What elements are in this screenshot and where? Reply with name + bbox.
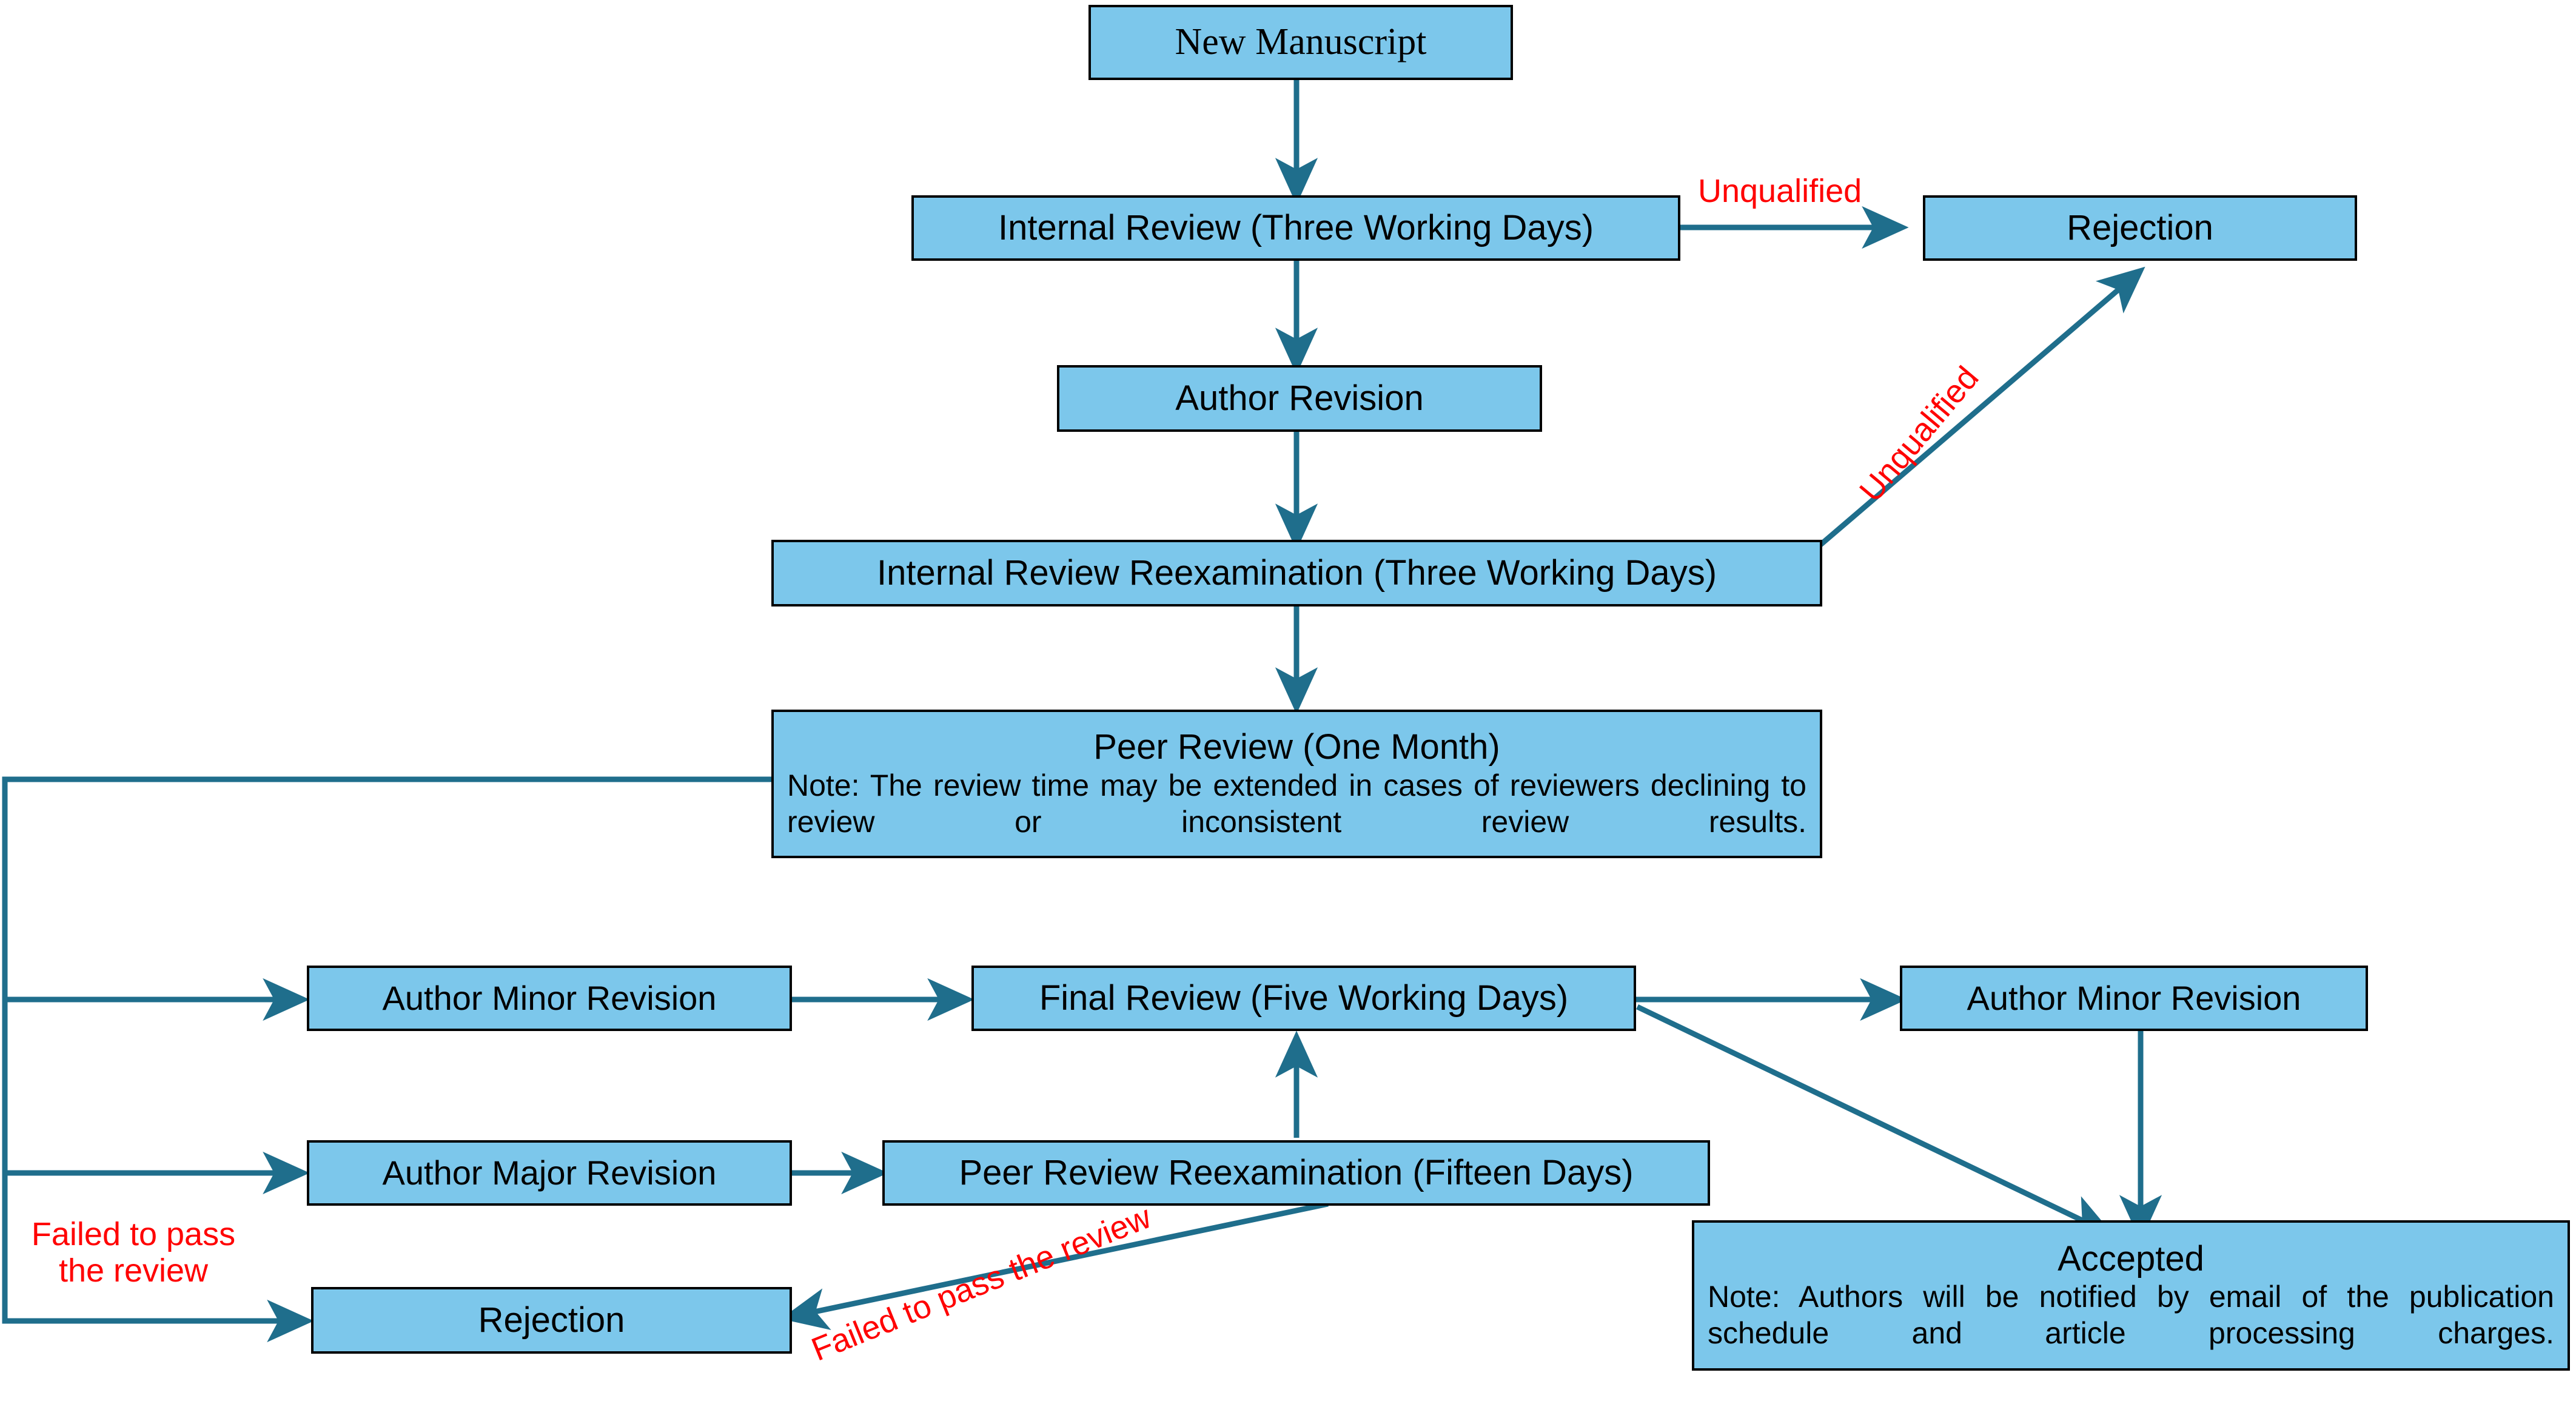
node-peer-review-reexamination[interactable]: Peer Review Reexamination (Fifteen Days) — [882, 1140, 1710, 1206]
node-rejection-bottom[interactable]: Rejection — [311, 1287, 792, 1354]
node-peer-review-title: Peer Review (One Month) — [1093, 727, 1500, 767]
node-author-revision-title: Author Revision — [1175, 378, 1424, 418]
node-new-manuscript-title: New Manuscript — [1175, 21, 1427, 63]
edge-peer-review-to-rejection-bottom — [2, 1173, 314, 1343]
edge-peer-review-to-author-minor-revision — [2, 776, 771, 1021]
node-internal-review-reexamination-title: Internal Review Reexamination (Three Wor… — [876, 553, 1717, 593]
node-final-review[interactable]: Final Review (Five Working Days) — [971, 966, 1636, 1031]
edge-label-failed-to-pass-left: Failed to pass the review — [31, 1216, 236, 1289]
node-internal-review-title: Internal Review (Three Working Days) — [998, 207, 1594, 247]
node-peer-review-note: Note: The review time may be extended in… — [787, 768, 1806, 839]
node-author-minor-revision-left-title: Author Minor Revision — [382, 978, 717, 1017]
edge-peer-review-to-author-major-revision — [2, 1000, 310, 1195]
node-author-minor-revision-right-title: Author Minor Revision — [1967, 978, 2301, 1017]
node-accepted[interactable]: Accepted Note: Authors will be notified … — [1692, 1220, 2570, 1371]
node-author-major-revision[interactable]: Author Major Revision — [307, 1140, 792, 1206]
node-accepted-note: Note: Authors will be notified by email … — [1708, 1280, 2554, 1351]
node-author-minor-revision-right[interactable]: Author Minor Revision — [1900, 966, 2368, 1031]
node-rejection-top-title: Rejection — [2067, 207, 2213, 247]
node-internal-review[interactable]: Internal Review (Three Working Days) — [911, 195, 1680, 261]
edge-peer-review-reexam-to-rejection-diagonal — [780, 1201, 1329, 1331]
node-peer-review[interactable]: Peer Review (One Month) Note: The review… — [771, 710, 1822, 858]
edge-final-review-to-accepted — [1636, 1004, 2115, 1236]
node-rejection-bottom-title: Rejection — [478, 1300, 625, 1340]
edge-label-unqualified-horizontal: Unqualified — [1698, 173, 1862, 209]
node-author-revision[interactable]: Author Revision — [1057, 365, 1542, 432]
node-peer-review-reexamination-title: Peer Review Reexamination (Fifteen Days) — [959, 1152, 1634, 1192]
node-new-manuscript[interactable]: New Manuscript — [1088, 5, 1513, 80]
edge-reexamination-to-rejection-diagonal — [1817, 266, 2145, 548]
node-author-major-revision-title: Author Major Revision — [382, 1153, 717, 1192]
node-author-minor-revision-left[interactable]: Author Minor Revision — [307, 966, 792, 1031]
node-internal-review-reexamination[interactable]: Internal Review Reexamination (Three Wor… — [771, 540, 1822, 606]
node-final-review-title: Final Review (Five Working Days) — [1039, 978, 1569, 1018]
node-rejection-top[interactable]: Rejection — [1923, 195, 2357, 261]
node-accepted-title: Accepted — [2058, 1238, 2204, 1278]
